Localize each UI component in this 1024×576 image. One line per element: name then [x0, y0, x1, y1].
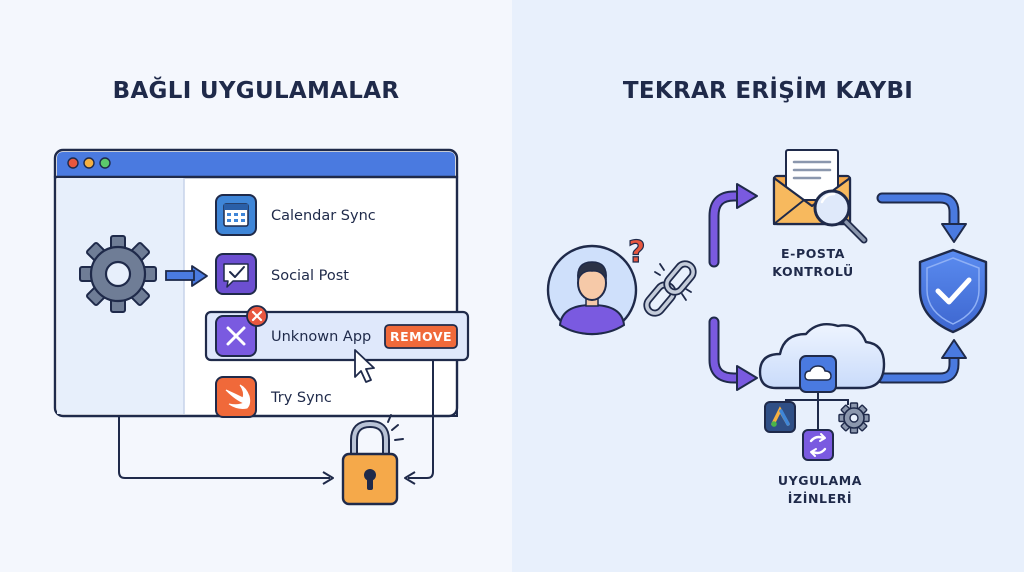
arrow-to-shield-top — [878, 194, 958, 230]
arrow-to-shield-top-head — [941, 223, 967, 243]
arrow-shaft — [165, 270, 195, 281]
question-mark-icon: ? — [628, 235, 645, 270]
connector-arrowhead-left — [322, 471, 334, 485]
window-close-dot[interactable] — [67, 157, 79, 169]
app-label-social-post: Social Post — [271, 268, 349, 284]
window-minimize-dot[interactable] — [83, 157, 95, 169]
window-maximize-dot[interactable] — [99, 157, 111, 169]
calendar-icon-days — [227, 213, 245, 222]
arrow-up-path — [710, 192, 744, 266]
settings-gear-icon — [79, 235, 157, 313]
sync-app-icon — [802, 429, 834, 461]
connector-line-left — [118, 416, 330, 479]
app-label-calendar-sync: Calendar Sync — [271, 208, 376, 224]
gear-icon — [838, 402, 870, 434]
user-avatar-icon — [546, 244, 638, 336]
cloud-app-icon — [799, 355, 837, 393]
left-panel-title: BAĞLI UYGULAMALAR — [113, 76, 400, 104]
app-permissions-label-line2: İZİNLERİ — [788, 491, 852, 506]
email-check-label-line1: E-POSTA — [781, 246, 845, 261]
magnifier-icon — [813, 189, 868, 244]
connector-line-right — [408, 360, 434, 479]
ads-app-icon — [764, 401, 796, 433]
app-item-calendar-sync[interactable]: Calendar Sync — [215, 194, 376, 236]
warning-x-badge-cross — [251, 310, 263, 322]
arrow-to-shield-bottom — [878, 352, 958, 382]
app-label-try-sync: Try Sync — [270, 390, 332, 406]
mouse-cursor-icon — [354, 349, 375, 383]
app-label-unknown-app: Unknown App — [271, 329, 371, 345]
broken-link-icon — [643, 260, 697, 317]
arrow-up-head — [736, 183, 758, 209]
remove-button[interactable]: REMOVE — [384, 324, 458, 349]
calendar-icon-header — [224, 204, 248, 210]
check-mark-shape — [229, 266, 245, 278]
swift-bird-shape — [225, 384, 251, 409]
permission-tree-lines — [785, 392, 849, 430]
arrow-down-path — [710, 318, 744, 382]
arrow-down-head — [736, 365, 758, 391]
right-panel-title: TEKRAR ERİŞİM KAYBI — [623, 76, 913, 104]
padlock-icon — [341, 414, 404, 506]
arrow-to-shield-bottom-head — [941, 339, 967, 359]
app-item-social-post[interactable]: Social Post — [215, 253, 349, 295]
app-permissions-label-line1: UYGULAMA — [778, 473, 862, 488]
app-item-try-sync[interactable]: Try Sync — [215, 376, 332, 418]
x-icon-cross — [226, 326, 246, 346]
connector-arrowhead-right — [404, 471, 416, 485]
remove-button-label: REMOVE — [390, 329, 452, 344]
shield-check-icon — [918, 248, 988, 334]
connector-line-window — [437, 400, 458, 417]
email-check-label-line2: KONTROLÜ — [772, 264, 853, 279]
